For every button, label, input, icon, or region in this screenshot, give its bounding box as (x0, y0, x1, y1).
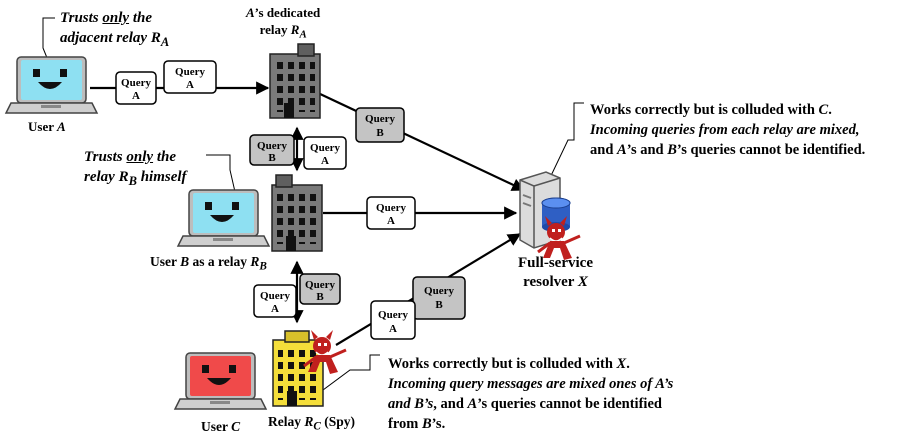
svg-text:Query: Query (310, 142, 340, 154)
svg-text:A: A (387, 215, 395, 227)
svg-text:Query: Query (365, 113, 395, 125)
query-a-box-relay-c-path: Query A (370, 300, 416, 340)
user-c-label: User C (201, 419, 241, 434)
svg-text:A: A (321, 155, 329, 167)
relay-c-building (272, 330, 324, 407)
laptop-user-c (173, 352, 268, 410)
svg-text:B: B (376, 127, 384, 139)
user-b-callout-line (206, 154, 239, 206)
svg-text:A: A (271, 303, 279, 315)
svg-text:Query: Query (175, 66, 205, 78)
query-b-box-ab-link: Query B (249, 134, 295, 166)
query-a-box-relay-b-path: Query A (366, 196, 416, 230)
query-b-box-relay-c-path: Query B (412, 276, 466, 320)
query-b-box-bc-link: Query B (299, 273, 341, 305)
svg-text:Query: Query (378, 309, 408, 321)
user-a-label: User A (28, 119, 66, 134)
svg-text:B: B (316, 291, 324, 303)
relay-c-note: Works correctly but is colluded with X. … (388, 356, 674, 432)
svg-text:A: A (389, 323, 397, 335)
devil-icon-relay-c (303, 330, 347, 374)
devil-icon-resolver (537, 216, 581, 260)
query-a-box-ab-link: Query A (303, 136, 347, 170)
resolver-note: Works correctly but is colluded with C. … (590, 102, 866, 158)
laptop-user-a (4, 56, 99, 114)
query-b-box-relay-a-path: Query B (355, 107, 405, 143)
resolver-callout-line (547, 102, 584, 183)
svg-text:A: A (186, 79, 194, 91)
svg-text:A: A (132, 90, 140, 102)
svg-text:Query: Query (257, 140, 287, 152)
query-a-box-1: Query A (115, 71, 157, 105)
user-a-trust-note: Trusts only the adjacent relay RA (60, 10, 170, 49)
laptop-user-b (176, 189, 271, 247)
query-a-box-bc-link: Query A (253, 284, 297, 318)
relay-a-building (269, 43, 321, 119)
relay-b-building (271, 174, 323, 252)
relay-c-callout-line (322, 354, 380, 391)
query-a-box-2: Query A (163, 60, 217, 94)
user-b-trust-note: Trusts only the relay RB himself (84, 149, 187, 188)
svg-text:Query: Query (305, 279, 335, 291)
arrow-relay-a-to-resolver (317, 92, 526, 191)
user-b-label: User B as a relay RB (150, 254, 267, 273)
svg-text:B: B (435, 299, 443, 311)
svg-text:Query: Query (424, 285, 454, 297)
relay-a-label: A’s dedicated relay RA (246, 5, 321, 41)
svg-text:Query: Query (376, 202, 406, 214)
relay-c-label: Relay RC (Spy) (268, 414, 356, 433)
svg-text:B: B (268, 152, 276, 164)
svg-text:Query: Query (121, 77, 151, 89)
svg-text:Query: Query (260, 290, 290, 302)
resolver-label: Full-service resolver X (518, 255, 593, 290)
